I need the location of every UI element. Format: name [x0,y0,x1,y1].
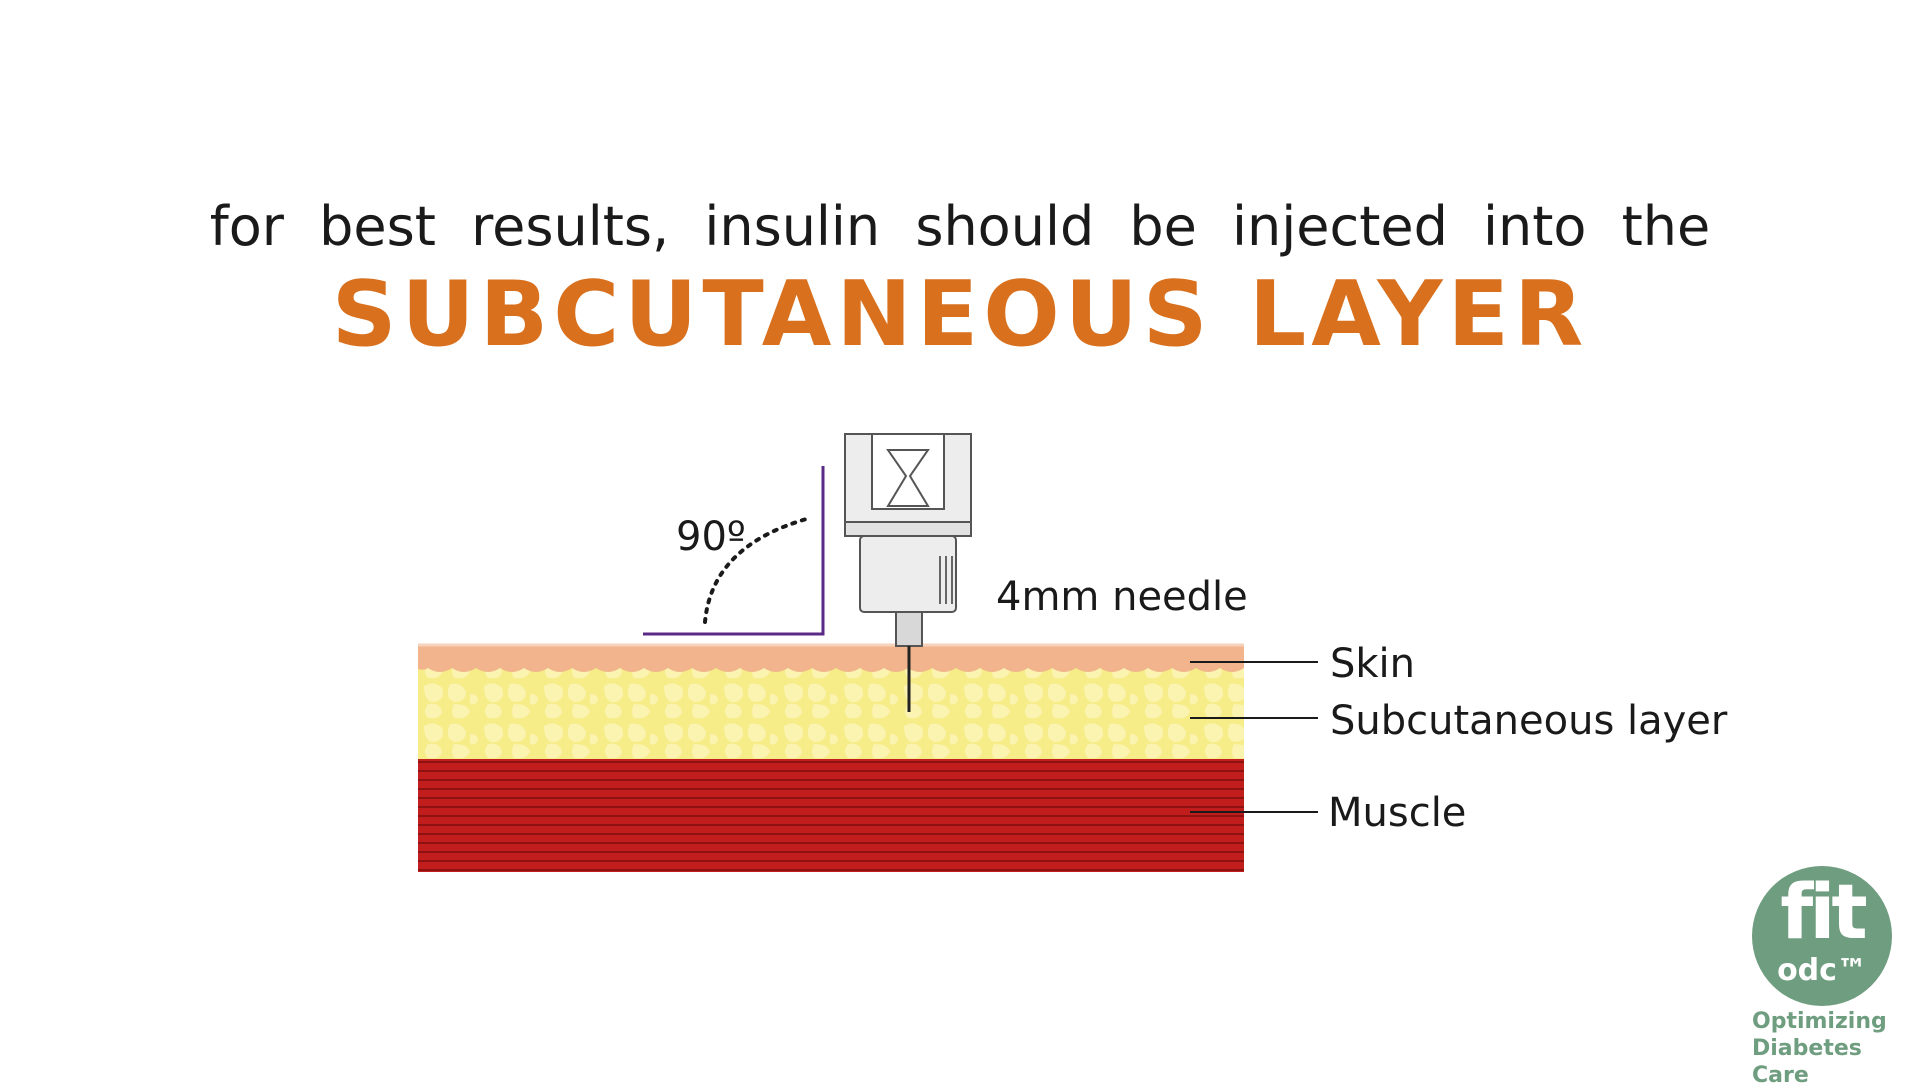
needle-label: 4mm needle [996,574,1248,620]
skin-layer [418,644,1244,672]
angle-guide [643,466,825,636]
angle-arc [703,516,812,624]
skin-label: Skin [1330,641,1415,687]
logo-tagline-line1: Optimizing [1752,1009,1887,1034]
insulin-pen [844,433,972,712]
logo-sub: odc™ [1777,953,1867,988]
muscle-layer [418,757,1244,872]
logo-brand: fit [1780,867,1867,956]
logo-tagline-line2: Diabetes Care [1752,1036,1862,1088]
logo-tagline: Optimizing Diabetes Care [1752,1008,1902,1089]
headline-text: for best results, insulin should be inje… [209,195,1711,258]
subcutaneous-label: Subcutaneous layer [1330,698,1728,744]
page-title: SUBCUTANEOUS LAYER [331,262,1589,367]
fit-odc-logo: fit odc™ Optimizing Diabetes Care [1752,866,1902,1088]
muscle-label: Muscle [1328,790,1466,836]
logo-badge: fit odc™ [1752,866,1892,1006]
subcutaneous-layer [418,668,1244,759]
angle-label: 90º [676,514,746,560]
